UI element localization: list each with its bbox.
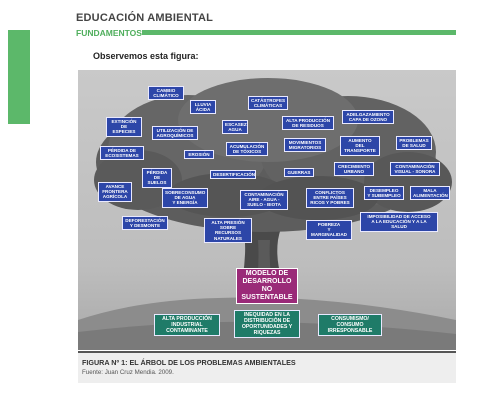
problem-label: Imposibilidad de acceso a la educación y… [360, 212, 438, 232]
problem-label: Desempleo y subempleo [364, 186, 404, 201]
root-cause-label: Alta producción industrial contaminante [154, 314, 220, 336]
figure-caption-title: FIGURA Nº 1: EL ÁRBOL DE LOS PROBLEMAS A… [82, 358, 296, 367]
root-cause-label: Inequidad en la distribución de oportuni… [234, 310, 300, 338]
problem-label: Erosión [184, 150, 214, 160]
problem-label: Conflictos entre países ricos y pobres [306, 188, 354, 208]
figure-caption-source: Fuente: Juan Cruz Mendia. 2009. [82, 369, 174, 376]
problem-label: Catástrofes climáticas [248, 96, 288, 111]
section-title: FUNDAMENTOS [76, 28, 142, 38]
section-rule [142, 30, 456, 35]
problem-label: Movimientos migratorios [284, 138, 326, 153]
problem-label: Avance frontera agrícola [98, 182, 132, 202]
root-cause-label: Consumismo/ consumo irresponsable [318, 314, 382, 336]
problem-tree-figure: Cambio climático Lluvia ácida Catástrofe… [78, 70, 456, 350]
chapter-title: EDUCACIÓN AMBIENTAL [76, 12, 214, 24]
tree-illustration [78, 78, 456, 350]
problem-label: Crecimiento urbano [334, 162, 374, 177]
problem-label: Alta presión sobre recursos naturales [204, 218, 252, 243]
problem-label: Aumento del transporte [340, 136, 380, 156]
problem-label: Deforestación y desmonte [122, 216, 168, 231]
caption-rule [78, 351, 456, 353]
problem-label: Cambio climático [148, 86, 184, 101]
side-accent-bar [8, 30, 30, 124]
central-model-label: Modelo de Desarrollo No Sustentable [236, 268, 298, 304]
problem-label: Alta producción de residuos [282, 116, 334, 131]
problem-label: Problemas de salud [396, 136, 432, 151]
problem-label: Contaminación aire - agua - suelo - biot… [240, 190, 288, 210]
problem-label: Lluvia ácida [190, 100, 216, 115]
problem-label: Pérdida de ecosistemas [100, 146, 144, 161]
problem-label: Guerras [284, 168, 314, 178]
figure-caption-box [78, 351, 456, 383]
problem-label: Pérdida de suelos [142, 168, 172, 188]
problem-label: Extinción de especies [106, 117, 142, 137]
problem-label: Acumulación de tóxicos [226, 142, 268, 157]
problem-label: Escasez agua [222, 120, 248, 135]
problem-label: Desertificación [210, 170, 256, 180]
problem-label: Utilización de agroquímicos [152, 126, 198, 141]
intro-text: Observemos esta figura: [93, 51, 199, 61]
problem-label: Sobreconsumo de agua y energía [162, 188, 208, 208]
problem-label: Mala alimentación [410, 186, 450, 201]
problem-label: Pobreza y marginalidad [306, 220, 352, 240]
problem-label: Adelgazamiento capa de Ozono [342, 110, 394, 125]
problem-label: Contaminación visual - sonora [390, 162, 440, 177]
